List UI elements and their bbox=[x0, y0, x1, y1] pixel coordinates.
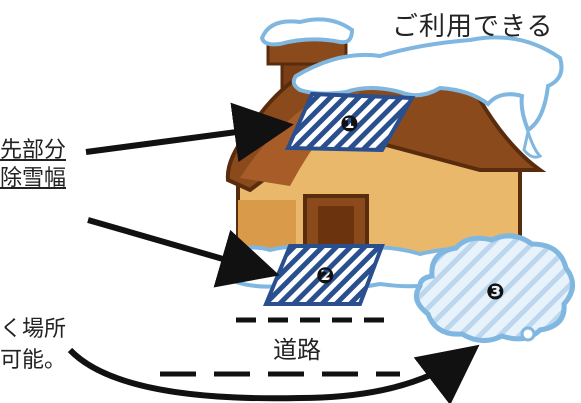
place-label-line1: く場所 bbox=[0, 311, 66, 343]
marker-pile: ❸ bbox=[486, 280, 505, 305]
heading-text: ご利用できる bbox=[392, 6, 553, 43]
marker-roof: ❶ bbox=[340, 112, 359, 137]
road-label: 道路 bbox=[273, 330, 321, 365]
place-label-line2: 可能。 bbox=[0, 342, 66, 374]
roof-label-line2: 除雪幅 bbox=[0, 160, 66, 192]
marker-front: ❷ bbox=[316, 264, 335, 289]
